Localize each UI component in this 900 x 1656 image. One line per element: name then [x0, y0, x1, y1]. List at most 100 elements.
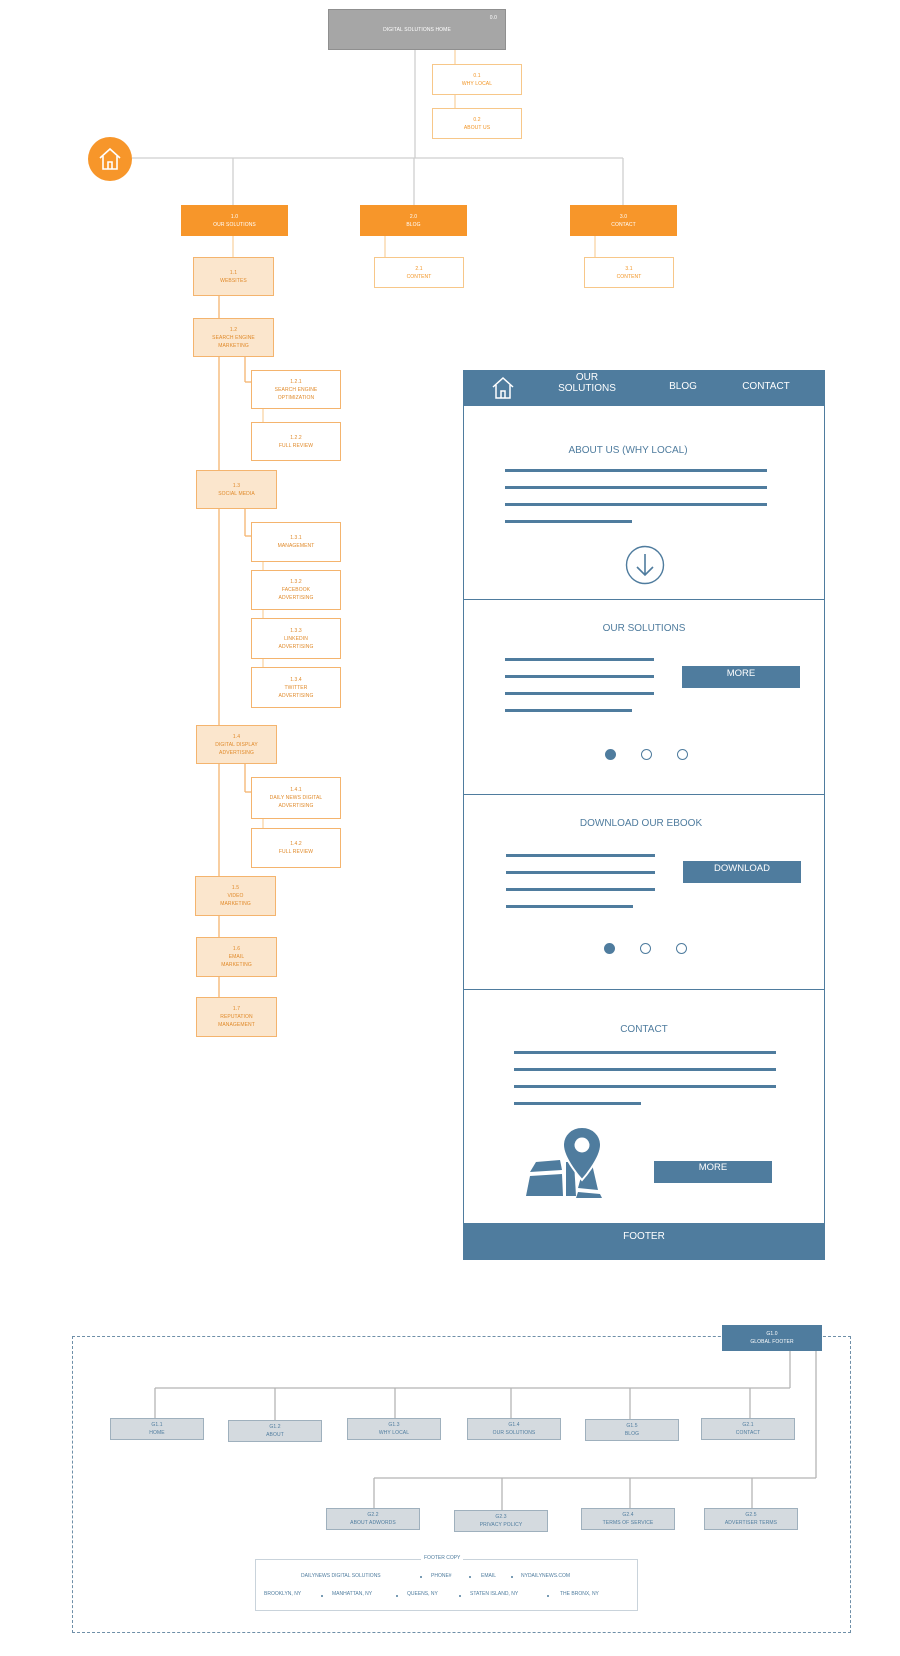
node-id: G1.5 — [626, 1423, 638, 1429]
text-line — [506, 854, 655, 857]
text-line — [505, 486, 767, 489]
node-facebook-advertising: 1.3.2 FACEBOOK ADVERTISING — [251, 570, 341, 610]
node-footer-advertiser-terms: G2.5 ADVERTISER TERMS — [704, 1508, 798, 1530]
node-video-marketing: 1.5 VIDEO MARKETING — [195, 876, 276, 916]
node-id: G2.2 — [367, 1512, 379, 1518]
node-label: CONTENT — [616, 273, 642, 280]
node-label: ABOUT — [266, 1432, 284, 1438]
node-label: CONTENT — [406, 273, 432, 280]
footer-copy-location: MANHATTAN, NY — [332, 1591, 373, 1597]
global-footer-boundary-top — [72, 1336, 851, 1337]
node-id: 1.3.2 — [290, 579, 302, 585]
sitemap-root-node: 0.0 DIGITAL SOLUTIONS HOME — [328, 9, 506, 50]
global-footer-boundary — [72, 1336, 851, 1633]
node-id: 0.1 — [473, 72, 481, 79]
node-id: 1.2.2 — [290, 434, 302, 441]
node-id: 1.7 — [232, 1006, 241, 1012]
node-daily-news-digital-advertising: 1.4.1 DAILY NEWS DIGITAL ADVERTISING — [251, 777, 341, 819]
node-id: 2.1 — [415, 265, 423, 272]
bullet-dot — [511, 1576, 513, 1578]
text-line — [506, 871, 655, 874]
bullet-dot — [547, 1595, 549, 1597]
carousel-dot[interactable] — [604, 943, 615, 954]
node-social-media: 1.3 SOCIAL MEDIA — [196, 470, 277, 509]
node-label: ABOUT US — [463, 124, 491, 131]
node-id: 3.1 — [625, 265, 633, 272]
node-email-marketing: 1.6 EMAIL MARKETING — [196, 937, 277, 977]
node-label: ABOUT ADWORDS — [350, 1520, 396, 1526]
footer-copy-email: EMAIL — [481, 1573, 497, 1579]
text-line — [506, 888, 655, 891]
node-label: WEBSITES — [220, 277, 247, 284]
node-label: REPUTATION MANAGEMENT — [218, 1014, 255, 1028]
node-label: TERMS OF SERVICE — [602, 1520, 654, 1526]
text-line — [505, 469, 767, 472]
contact-section: CONTACT MORE — [464, 989, 824, 1225]
carousel-dot[interactable] — [605, 749, 616, 760]
node-footer-why-local: G1.3 WHY LOCAL — [347, 1418, 441, 1440]
text-line — [514, 1102, 641, 1105]
ebook-download-button[interactable]: DOWNLOAD — [683, 861, 801, 883]
node-contact-content: 3.1 CONTENT — [584, 257, 674, 288]
node-label: BLOG — [624, 1431, 640, 1437]
homepage-wireframe: OUR SOLUTIONS BLOG CONTACT ABOUT US (WHY… — [463, 370, 825, 1260]
node-id: 1.6 — [232, 946, 241, 952]
footer-copy-location: STATEN ISLAND, NY — [470, 1591, 519, 1597]
node-label: DIGITAL SOLUTIONS HOME — [383, 26, 451, 33]
about-section-title: ABOUT US (WHY LOCAL) — [568, 445, 688, 456]
node-label: SOCIAL MEDIA — [218, 490, 255, 497]
node-reputation-management: 1.7 REPUTATION MANAGEMENT — [196, 997, 277, 1037]
carousel-dot[interactable] — [676, 943, 687, 954]
node-id: G1.3 — [388, 1422, 400, 1428]
nav-contact[interactable]: CONTACT — [742, 381, 790, 392]
node-label: SEARCH ENGINE OPTIMIZATION — [274, 386, 318, 401]
footer-copy-brand: DAILYNEWS DIGITAL SOLUTIONS — [301, 1573, 381, 1579]
node-id: 1.4.1 — [290, 787, 302, 793]
node-id: 1.4 — [232, 733, 241, 740]
text-line — [514, 1068, 776, 1071]
node-label: FACEBOOK ADVERTISING — [278, 587, 314, 601]
wireframe-footer[interactable]: FOOTER — [464, 1223, 824, 1259]
node-seo: 1.2.1 SEARCH ENGINE OPTIMIZATION — [251, 370, 341, 409]
carousel-dot[interactable] — [641, 749, 652, 760]
text-line — [505, 520, 632, 523]
node-footer-home: G1.1 HOME — [110, 1418, 204, 1440]
node-display-full-review: 1.4.2 FULL REVIEW — [251, 828, 341, 868]
contact-more-button[interactable]: MORE — [654, 1161, 772, 1183]
node-id: 1.5 — [231, 885, 240, 891]
solutions-more-button[interactable]: MORE — [682, 666, 800, 688]
text-line — [505, 709, 632, 712]
solutions-section-title: OUR SOLUTIONS — [602, 623, 686, 634]
ebook-section-title: DOWNLOAD OUR EBOOK — [579, 818, 703, 829]
ebook-section: DOWNLOAD OUR EBOOK DOWNLOAD — [464, 794, 824, 990]
node-footer-privacy-policy: G2.3 PRIVACY POLICY — [454, 1510, 548, 1532]
node-label: OUR SOLUTIONS — [213, 221, 256, 228]
node-id: 1.4.2 — [290, 841, 302, 847]
carousel-dot[interactable] — [640, 943, 651, 954]
node-why-local: 0.1 WHY LOCAL — [432, 64, 522, 95]
contact-section-title: CONTACT — [620, 1024, 668, 1035]
solutions-section: OUR SOLUTIONS MORE — [464, 599, 824, 795]
node-label: MANAGEMENT — [277, 543, 315, 549]
node-id: G1.0 — [766, 1331, 778, 1337]
node-id: 0.2 — [473, 116, 481, 123]
node-id: 2.0 — [409, 213, 418, 220]
text-line — [514, 1085, 776, 1088]
node-label: FULL REVIEW — [278, 442, 314, 449]
node-label: EMAIL MARKETING — [221, 954, 252, 968]
node-id: 1.1 — [229, 269, 238, 276]
nav-our-solutions[interactable]: OUR SOLUTIONS — [558, 372, 616, 394]
node-label: WHY LOCAL — [378, 1430, 410, 1436]
download-arrow-icon[interactable] — [625, 545, 665, 585]
nav-blog[interactable]: BLOG — [669, 381, 697, 392]
home-icon[interactable] — [491, 375, 515, 401]
node-footer-contact: G2.1 CONTACT — [701, 1418, 795, 1440]
footer-copy-location: QUEENS, NY — [407, 1591, 438, 1597]
node-id: 3.0 — [619, 213, 628, 220]
node-about-us: 0.2 ABOUT US — [432, 108, 522, 139]
node-label: PRIVACY POLICY — [479, 1522, 523, 1528]
carousel-dot[interactable] — [677, 749, 688, 760]
node-id: 0.0 — [489, 15, 497, 21]
node-id: 1.3 — [232, 482, 241, 489]
